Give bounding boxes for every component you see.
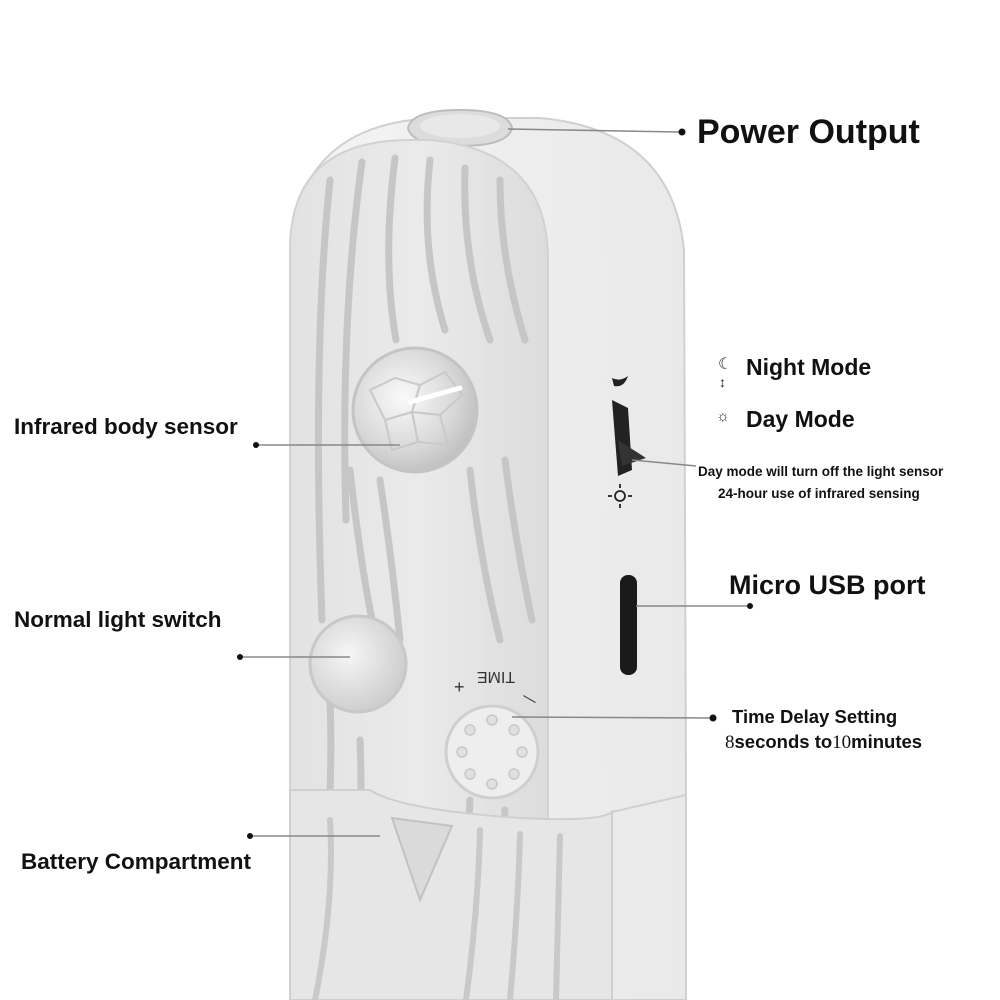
moon-icon: ☾ xyxy=(718,356,733,373)
time-delay-unit: minutes xyxy=(851,731,923,752)
time-delay-mid: seconds to xyxy=(734,731,833,752)
night-mode-label: Night Mode xyxy=(746,354,872,380)
day-mode-note-line2: 24-hour use of infrared sensing xyxy=(718,486,920,501)
time-delay-label: Time Delay Setting xyxy=(732,706,898,727)
micro-usb-slot xyxy=(620,575,637,675)
time-dial-label: TIME xyxy=(477,668,515,685)
leader-power xyxy=(507,128,681,133)
time-delay-range: 8seconds to10minutes xyxy=(725,731,922,754)
leader-mode xyxy=(631,459,697,467)
time-delay-max: 10 xyxy=(832,732,852,753)
normal-light-switch-label: Normal light switch xyxy=(14,607,222,632)
battery-cover xyxy=(289,789,613,1000)
time-minus-label: — xyxy=(520,687,540,708)
leader-delay xyxy=(511,716,713,719)
normal-light-button xyxy=(308,614,408,714)
sun-icon: ☼ xyxy=(716,408,730,425)
day-mode-note-line1: Day mode will turn off the light sensor xyxy=(698,464,944,479)
time-delay-min: 8 xyxy=(725,732,735,753)
battery-compartment-label: Battery Compartment xyxy=(21,849,252,874)
micro-usb-label: Micro USB port xyxy=(729,570,926,600)
infrared-sensor-label: Infrared body sensor xyxy=(14,414,238,439)
infrared-lens xyxy=(351,346,479,474)
up-down-arrow-icon: ↕ xyxy=(719,374,726,390)
day-mode-label: Day Mode xyxy=(746,406,855,432)
time-plus-label: + xyxy=(454,677,465,697)
power-output-label: Power Output xyxy=(697,113,920,151)
